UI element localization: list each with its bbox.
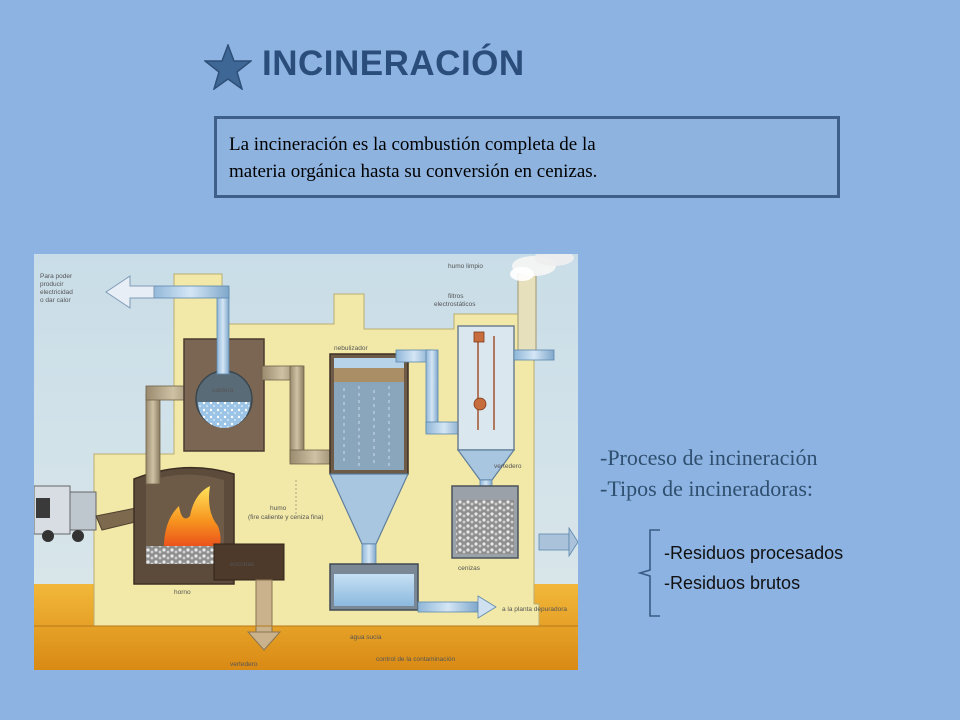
incineration-diagram: Para poder producir electricidad o dar c… — [34, 254, 578, 670]
label-furnace: horno — [174, 589, 191, 596]
label-energy-3: electricidad — [40, 289, 73, 296]
definition-box: La incineración es la combustión complet… — [214, 116, 840, 198]
page-title: INCINERACIÓN — [262, 44, 525, 83]
type-processed-waste: -Residuos procesados — [664, 543, 844, 563]
label-energy-2: producir — [40, 281, 64, 288]
label-energy-1: Para poder — [40, 273, 73, 280]
label-water: agua sucia — [350, 634, 382, 641]
star-icon — [204, 44, 252, 90]
label-dump-bottom: vertedero — [230, 661, 258, 668]
topic-types: -Tipos de incineradoras: — [600, 476, 814, 501]
definition-line-1: La incineración es la combustión complet… — [229, 134, 596, 155]
label-boiler: caldera — [212, 387, 234, 394]
definition-line-2: materia orgánica hasta su conversión en … — [229, 161, 598, 182]
brace-icon — [637, 529, 660, 617]
label-energy-4: o dar calor — [40, 297, 72, 304]
label-filters-1: filtros — [448, 293, 464, 300]
topic-process: -Proceso de incineración — [600, 445, 818, 470]
label-nebulizer: nebulizador — [334, 345, 368, 352]
type-raw-waste: -Residuos brutos — [664, 573, 801, 593]
label-filters-2: electrostáticos — [434, 301, 476, 308]
label-clean-smoke: humo limpio — [448, 263, 483, 270]
label-smoke-2: (fire caliente y ceniza fina) — [248, 514, 324, 521]
label-slag: escorias — [230, 561, 255, 568]
label-ashes: cenizas — [458, 565, 481, 572]
label-water-treatment: a la planta depuradora — [502, 606, 567, 613]
label-smoke-1: humo — [270, 505, 287, 512]
label-pollution-control: control de la contaminación — [376, 656, 456, 663]
label-dump-right: vertedero — [494, 463, 522, 470]
